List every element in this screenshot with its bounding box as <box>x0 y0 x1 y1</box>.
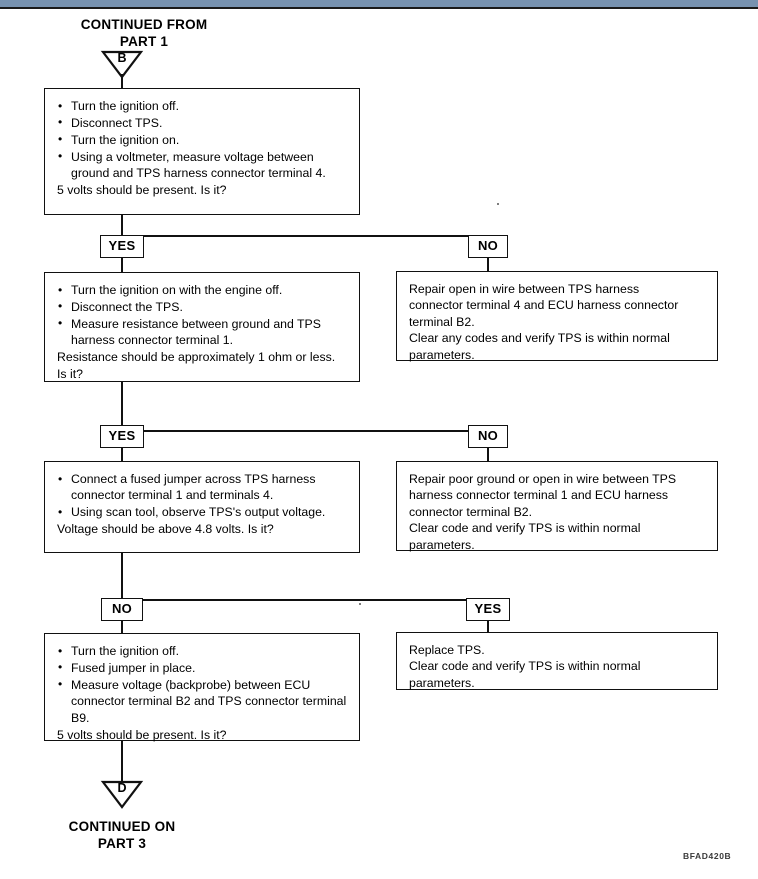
branch-1-no-badge: NO <box>468 235 508 258</box>
result-1-line-2: connector terminal 4 and ECU harness con… <box>409 298 679 313</box>
step-1-bullet-2: Disconnect TPS. <box>57 114 349 131</box>
branch-1-yes-badge: YES <box>100 235 144 258</box>
line-yes3-to-result3 <box>487 621 489 633</box>
result-2-line-3: connector terminal B2. <box>409 504 533 519</box>
result-3-line-3: parameters. <box>409 675 475 690</box>
step-2-bullet-3: Measure resistance between ground and TP… <box>57 315 349 349</box>
step-2-bullet-1: Turn the ignition on with the engine off… <box>57 281 349 298</box>
scan-artifact-speck <box>497 203 499 205</box>
continued-on-label: CONTINUED ON PART 3 <box>42 818 202 852</box>
continued-on-line2: PART 3 <box>97 836 147 851</box>
step-4-tail-1: 5 volts should be present. Is it? <box>57 727 227 742</box>
step-2-bullet-2: Disconnect the TPS. <box>57 298 349 315</box>
step-3-bullet-1: Connect a fused jumper across TPS harnes… <box>57 471 349 504</box>
step-3-tail-1: Voltage should be above 4.8 volts. Is it… <box>57 522 274 537</box>
continued-from-line1: CONTINUED FROM <box>80 17 208 32</box>
figure-code: BFAD420B <box>683 851 732 861</box>
branch-3-yes-badge: YES <box>466 598 510 621</box>
step-4-bullet-2: Fused jumper in place. <box>57 659 349 676</box>
result-3-box: Replace TPS. Clear code and verify TPS i… <box>396 632 718 690</box>
connector-d: D <box>100 780 144 810</box>
scan-artifact-speck-2 <box>359 603 361 605</box>
result-1-line-3: terminal B2. <box>409 314 475 329</box>
result-1-line-1: Repair open in wire between TPS harness <box>409 282 640 296</box>
line-step4-to-connector-d <box>121 741 123 782</box>
continued-from-label: CONTINUED FROM PART 1 <box>44 16 244 50</box>
line-no2-to-result2 <box>487 448 489 461</box>
result-2-line-1: Repair poor ground or open in wire betwe… <box>409 472 677 486</box>
result-1-box: Repair open in wire between TPS harness … <box>396 271 718 362</box>
branch-2-stem <box>121 382 123 432</box>
step-2-box: Turn the ignition on with the engine off… <box>44 272 360 382</box>
connector-b: B <box>100 50 144 80</box>
branch-2-bar <box>121 430 489 432</box>
step-4-box: Turn the ignition off. Fused jumper in p… <box>44 633 360 742</box>
step-4-bullet-3: Measure voltage (backprobe) between ECU … <box>57 676 349 726</box>
line-no3-to-step4 <box>121 621 123 634</box>
step-1-box: Turn the ignition off. Disconnect TPS. T… <box>44 88 360 215</box>
step-4-bullet-1: Turn the ignition off. <box>57 642 349 659</box>
triangle-shape <box>100 780 144 809</box>
result-3-line-1: Replace TPS. <box>409 643 485 657</box>
result-2-line-2: harness connector terminal 1 and ECU har… <box>409 488 669 503</box>
branch-2-yes-badge: YES <box>100 425 144 448</box>
line-yes1-to-step2 <box>121 258 123 273</box>
step-2-tail-2: Is it? <box>57 366 83 381</box>
result-1-line-4: Clear any codes and verify TPS is within… <box>409 331 670 346</box>
step-1-bullet-1: Turn the ignition off. <box>57 97 349 114</box>
step-3-box: Connect a fused jumper across TPS harnes… <box>44 461 360 553</box>
result-2-box: Repair poor ground or open in wire betwe… <box>396 461 718 552</box>
step-1-bullet-3: Turn the ignition on. <box>57 131 349 148</box>
result-2-line-4: Clear code and verify TPS is within norm… <box>409 521 641 536</box>
result-2-line-5: parameters. <box>409 537 475 552</box>
step-1-tail-1: 5 volts should be present. Is it? <box>57 183 227 198</box>
branch-3-bar <box>121 599 489 601</box>
step-2-tail-1: Resistance should be approximately 1 ohm… <box>57 350 336 365</box>
branch-3-no-badge: NO <box>101 598 143 621</box>
continued-from-line2: PART 1 <box>119 34 169 49</box>
connector-d-letter: D <box>117 781 127 795</box>
triangle-shape <box>100 50 144 79</box>
top-color-bar <box>0 0 758 9</box>
line-no1-to-result1 <box>487 258 489 271</box>
line-b-to-step1 <box>121 74 123 88</box>
branch-1-stem <box>121 215 123 237</box>
line-yes2-to-step3 <box>121 448 123 462</box>
branch-3-stem <box>121 553 123 601</box>
branch-1-bar <box>121 235 489 237</box>
result-1-line-5: parameters. <box>409 347 475 362</box>
branch-2-no-badge: NO <box>468 425 508 448</box>
connector-b-letter: B <box>117 51 127 65</box>
step-3-bullet-2: Using scan tool, observe TPS's output vo… <box>57 504 349 521</box>
step-1-bullet-4: Using a voltmeter, measure voltage betwe… <box>57 148 349 182</box>
result-3-line-2: Clear code and verify TPS is within norm… <box>409 659 641 674</box>
continued-on-line1: CONTINUED ON <box>68 819 176 834</box>
